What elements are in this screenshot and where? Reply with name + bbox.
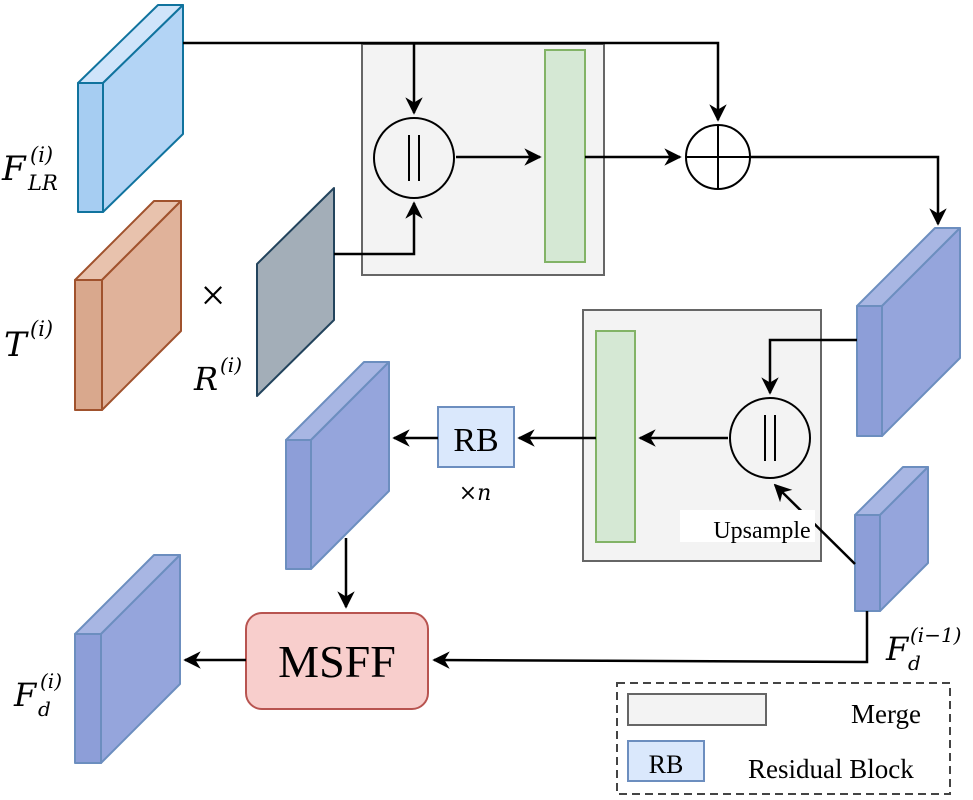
concat-operator-mid: [729, 397, 811, 479]
t-feature-block: [74, 200, 182, 411]
t-label-sup: (i): [30, 317, 53, 341]
rb-repeat-label: ×n: [459, 481, 492, 506]
legend-rb-swatch-text: RB: [649, 750, 684, 779]
fdprev-to-msff-connector: [432, 611, 869, 669]
conv-bar-mid: [595, 330, 636, 543]
flr-to-add-connector: [183, 41, 727, 122]
multiply-symbol: ×: [201, 271, 226, 320]
r-plane: [256, 187, 335, 397]
f-d-label-main: F: [13, 676, 38, 714]
block-to-concat-connector: [761, 338, 857, 395]
rb-output-feature-block: [285, 361, 390, 570]
f-lr-label: F (i) LR: [1, 143, 58, 195]
concat-operator-top: [373, 117, 455, 199]
f-d-prev-label-sub: d: [908, 651, 921, 675]
t-label: T (i): [4, 317, 53, 365]
r-label-main: R: [193, 360, 218, 398]
upsample-label: Upsample: [713, 518, 810, 544]
add-to-block-connector: [750, 155, 947, 226]
f-lr-label-main: F: [1, 149, 27, 189]
r-label: R (i): [193, 353, 242, 398]
legend-rb-label: Residual Block: [748, 754, 914, 784]
upsample-label-bg: [680, 510, 815, 542]
f-d-label-sup: (i): [40, 669, 62, 693]
r-to-concat-connector: [334, 201, 423, 256]
conv-bar-top: [544, 49, 586, 263]
f-lr-feature-block: [77, 4, 184, 213]
f-d-label: F (i) d: [13, 669, 62, 721]
f-d-prev-label-main: F: [885, 630, 910, 668]
legend-rb-swatch: [627, 740, 705, 782]
rb-box: [437, 406, 515, 468]
legend-merge-swatch: [627, 693, 767, 726]
msff-box-label: MSFF: [278, 636, 396, 687]
rb-box-label: RB: [453, 422, 498, 459]
legend-frame: [616, 682, 951, 795]
f-d-prev-label: F (i−1) d: [885, 623, 961, 675]
f-lr-label-sup: (i): [30, 143, 53, 167]
f-d-prev-label-sup: (i−1): [910, 623, 961, 647]
r-label-sup: (i): [220, 353, 242, 377]
f-lr-label-sub: LR: [27, 171, 58, 195]
f-d-output-feature-block: [74, 554, 181, 764]
legend-merge-label: Merge: [851, 699, 921, 729]
fused-feature-block: [856, 227, 961, 437]
add-operator: [685, 124, 751, 190]
t-label-main: T: [4, 325, 29, 365]
f-d-label-sub: d: [38, 697, 51, 721]
f-d-prev-feature-block: [854, 466, 929, 612]
